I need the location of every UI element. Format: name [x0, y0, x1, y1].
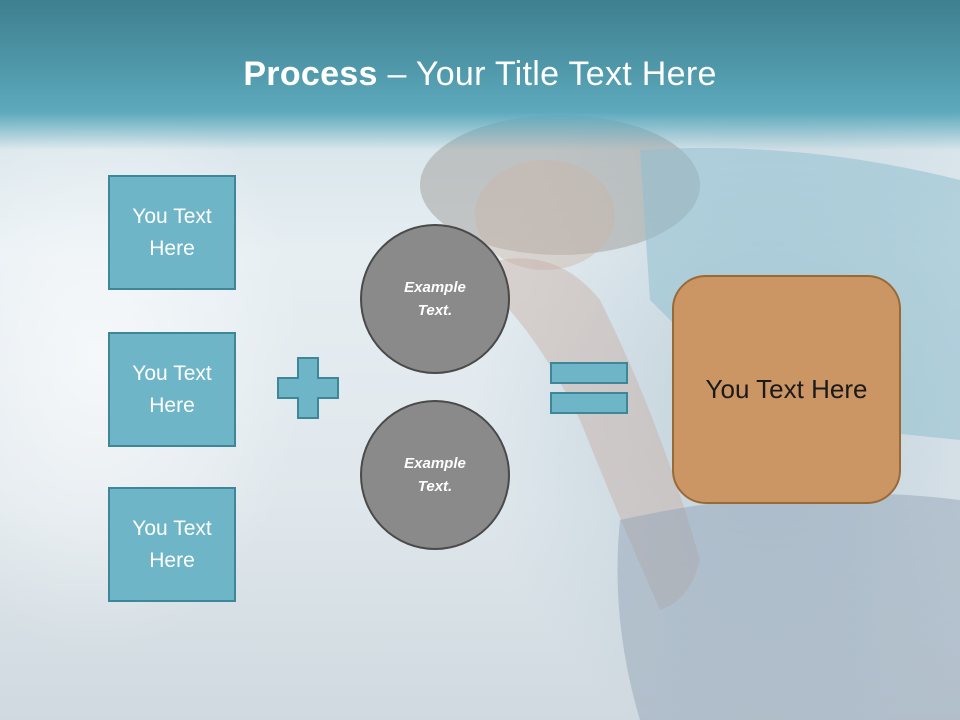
example-circle-2-label: Example Text.: [404, 455, 466, 495]
title-bold: Process: [243, 55, 378, 93]
text-box-1: You Text Here: [108, 175, 236, 290]
text-box-3-label: You Text Here: [132, 516, 212, 572]
text-box-2-label: You Text Here: [132, 361, 212, 417]
page-title: Process – Your Title Text Here: [0, 52, 960, 96]
example-circle-2: Example Text.: [360, 400, 510, 550]
example-circle-1: Example Text.: [360, 224, 510, 374]
example-circle-1-label: Example Text.: [404, 279, 466, 319]
plus-icon: [277, 357, 339, 419]
text-box-2: You Text Here: [108, 332, 236, 447]
text-box-3: You Text Here: [108, 487, 236, 602]
equals-icon: [550, 362, 628, 414]
title-rest: – Your Title Text Here: [377, 55, 717, 93]
title-bar: [0, 0, 960, 150]
result-box: You Text Here: [672, 275, 901, 504]
text-box-1-label: You Text Here: [132, 204, 212, 260]
result-box-label: You Text Here: [705, 374, 868, 404]
